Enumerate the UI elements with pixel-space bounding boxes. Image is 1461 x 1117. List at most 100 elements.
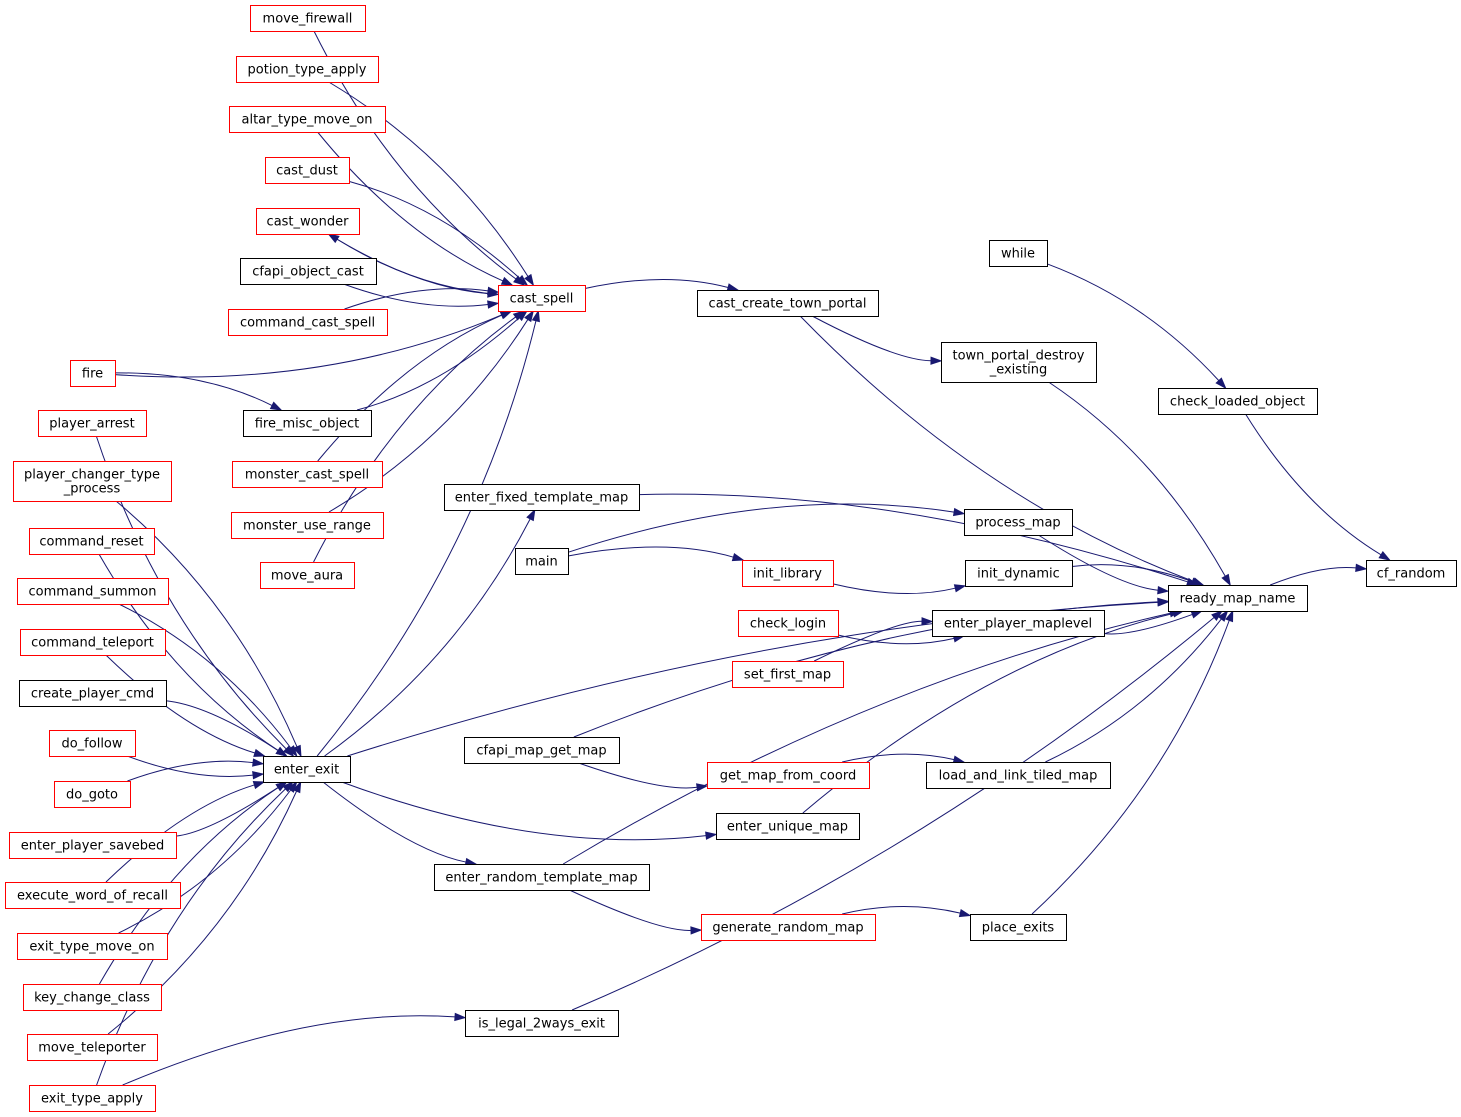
node-set-first-map[interactable]: set_first_map	[732, 661, 844, 688]
node-box[interactable]	[19, 680, 167, 707]
node-execute-word-of-recall[interactable]: execute_word_of_recall	[5, 882, 181, 909]
node-box[interactable]	[464, 737, 620, 764]
node-box[interactable]	[17, 933, 168, 960]
node-box[interactable]	[27, 1034, 158, 1061]
node-box[interactable]	[229, 106, 386, 133]
node-box[interactable]	[228, 309, 388, 336]
node-box[interactable]	[38, 410, 147, 437]
node-box[interactable]	[465, 1010, 619, 1037]
node-box[interactable]	[732, 661, 844, 688]
node-box[interactable]	[697, 290, 879, 317]
node-while[interactable]: while	[989, 240, 1048, 267]
node-box[interactable]	[265, 157, 350, 184]
node-ready-map-name[interactable]: ready_map_name	[1168, 585, 1308, 612]
node-enter-player-maplevel[interactable]: enter_player_maplevel	[932, 610, 1105, 637]
node-do-follow[interactable]: do_follow	[49, 730, 136, 757]
node-town-portal-destroy-existing[interactable]: town_portal_destroy_existing	[941, 342, 1097, 383]
node-box[interactable]	[231, 512, 384, 539]
node-box[interactable]	[444, 484, 640, 511]
node-box[interactable]	[9, 832, 177, 859]
node-box[interactable]	[54, 781, 131, 808]
node-check-loaded-object[interactable]: check_loaded_object	[1158, 388, 1318, 415]
node-box[interactable]	[742, 560, 834, 587]
node-is-legal-2ways-exit[interactable]: is_legal_2ways_exit	[465, 1010, 619, 1037]
node-move-teleporter[interactable]: move_teleporter	[27, 1034, 158, 1061]
node-box[interactable]	[707, 762, 870, 789]
node-box[interactable]	[256, 208, 360, 235]
node-altar-type-move-on[interactable]: altar_type_move_on	[229, 106, 386, 133]
node-box[interactable]	[17, 578, 169, 605]
node-box[interactable]	[970, 914, 1067, 941]
node-fire[interactable]: fire	[70, 360, 116, 387]
node-box[interactable]	[965, 560, 1073, 587]
node-init-dynamic[interactable]: init_dynamic	[965, 560, 1073, 587]
node-box[interactable]	[49, 730, 136, 757]
node-cf-random[interactable]: cf_random	[1366, 560, 1457, 587]
node-move-aura[interactable]: move_aura	[260, 562, 355, 589]
node-box[interactable]	[243, 410, 372, 437]
node-do-goto[interactable]: do_goto	[54, 781, 131, 808]
node-box[interactable]	[932, 610, 1105, 637]
node-box[interactable]	[70, 360, 116, 387]
node-enter-random-template-map[interactable]: enter_random_template_map	[434, 864, 650, 891]
node-box[interactable]	[1168, 585, 1308, 612]
node-box[interactable]	[13, 461, 172, 502]
node-generate-random-map[interactable]: generate_random_map	[701, 914, 876, 941]
node-potion-type-apply[interactable]: potion_type_apply	[236, 56, 379, 83]
node-enter-player-savebed[interactable]: enter_player_savebed	[9, 832, 177, 859]
node-command-cast-spell[interactable]: command_cast_spell	[228, 309, 388, 336]
node-fire-misc-object[interactable]: fire_misc_object	[243, 410, 372, 437]
node-box[interactable]	[1366, 560, 1457, 587]
node-process-map[interactable]: process_map	[964, 509, 1073, 536]
node-box[interactable]	[1158, 388, 1318, 415]
node-box[interactable]	[29, 1085, 156, 1112]
node-get-map-from-coord[interactable]: get_map_from_coord	[707, 762, 870, 789]
node-box[interactable]	[250, 5, 366, 32]
node-load-and-link-tiled-map[interactable]: load_and_link_tiled_map	[926, 762, 1111, 789]
node-cast-wonder[interactable]: cast_wonder	[256, 208, 360, 235]
node-box[interactable]	[989, 240, 1048, 267]
node-cast-dust[interactable]: cast_dust	[265, 157, 350, 184]
node-box[interactable]	[23, 984, 162, 1011]
node-command-reset[interactable]: command_reset	[29, 528, 155, 555]
node-init-library[interactable]: init_library	[742, 560, 834, 587]
node-box[interactable]	[515, 548, 569, 575]
node-box[interactable]	[434, 864, 650, 891]
node-cfapi-map-get-map[interactable]: cfapi_map_get_map	[464, 737, 620, 764]
node-exit-type-move-on[interactable]: exit_type_move_on	[17, 933, 168, 960]
node-command-summon[interactable]: command_summon	[17, 578, 169, 605]
node-check-login[interactable]: check_login	[738, 610, 839, 637]
node-cast-create-town-portal[interactable]: cast_create_town_portal	[697, 290, 879, 317]
node-box[interactable]	[260, 562, 355, 589]
node-enter-exit[interactable]: enter_exit	[263, 756, 351, 783]
node-enter-unique-map[interactable]: enter_unique_map	[716, 813, 860, 840]
node-cast-spell[interactable]: cast_spell	[498, 285, 586, 312]
node-box[interactable]	[716, 813, 860, 840]
node-monster-use-range[interactable]: monster_use_range	[231, 512, 384, 539]
node-box[interactable]	[941, 342, 1097, 383]
node-place-exits[interactable]: place_exits	[970, 914, 1067, 941]
node-command-teleport[interactable]: command_teleport	[20, 629, 166, 656]
node-main[interactable]: main	[515, 548, 569, 575]
node-player-arrest[interactable]: player_arrest	[38, 410, 147, 437]
node-exit-type-apply[interactable]: exit_type_apply	[29, 1085, 156, 1112]
node-cfapi-object-cast[interactable]: cfapi_object_cast	[240, 258, 377, 285]
node-enter-fixed-template-map[interactable]: enter_fixed_template_map	[444, 484, 640, 511]
node-box[interactable]	[236, 56, 379, 83]
node-box[interactable]	[5, 882, 181, 909]
node-box[interactable]	[20, 629, 166, 656]
node-box[interactable]	[964, 509, 1073, 536]
node-box[interactable]	[701, 914, 876, 941]
node-create-player-cmd[interactable]: create_player_cmd	[19, 680, 167, 707]
node-player-changer-type-process[interactable]: player_changer_type_process	[13, 461, 172, 502]
node-box[interactable]	[240, 258, 377, 285]
node-box[interactable]	[738, 610, 839, 637]
node-key-change-class[interactable]: key_change_class	[23, 984, 162, 1011]
node-box[interactable]	[232, 461, 383, 488]
node-monster-cast-spell[interactable]: monster_cast_spell	[232, 461, 383, 488]
node-move-firewall[interactable]: move_firewall	[250, 5, 366, 32]
node-box[interactable]	[29, 528, 155, 555]
node-box[interactable]	[498, 285, 586, 312]
node-box[interactable]	[926, 762, 1111, 789]
node-box[interactable]	[263, 756, 351, 783]
